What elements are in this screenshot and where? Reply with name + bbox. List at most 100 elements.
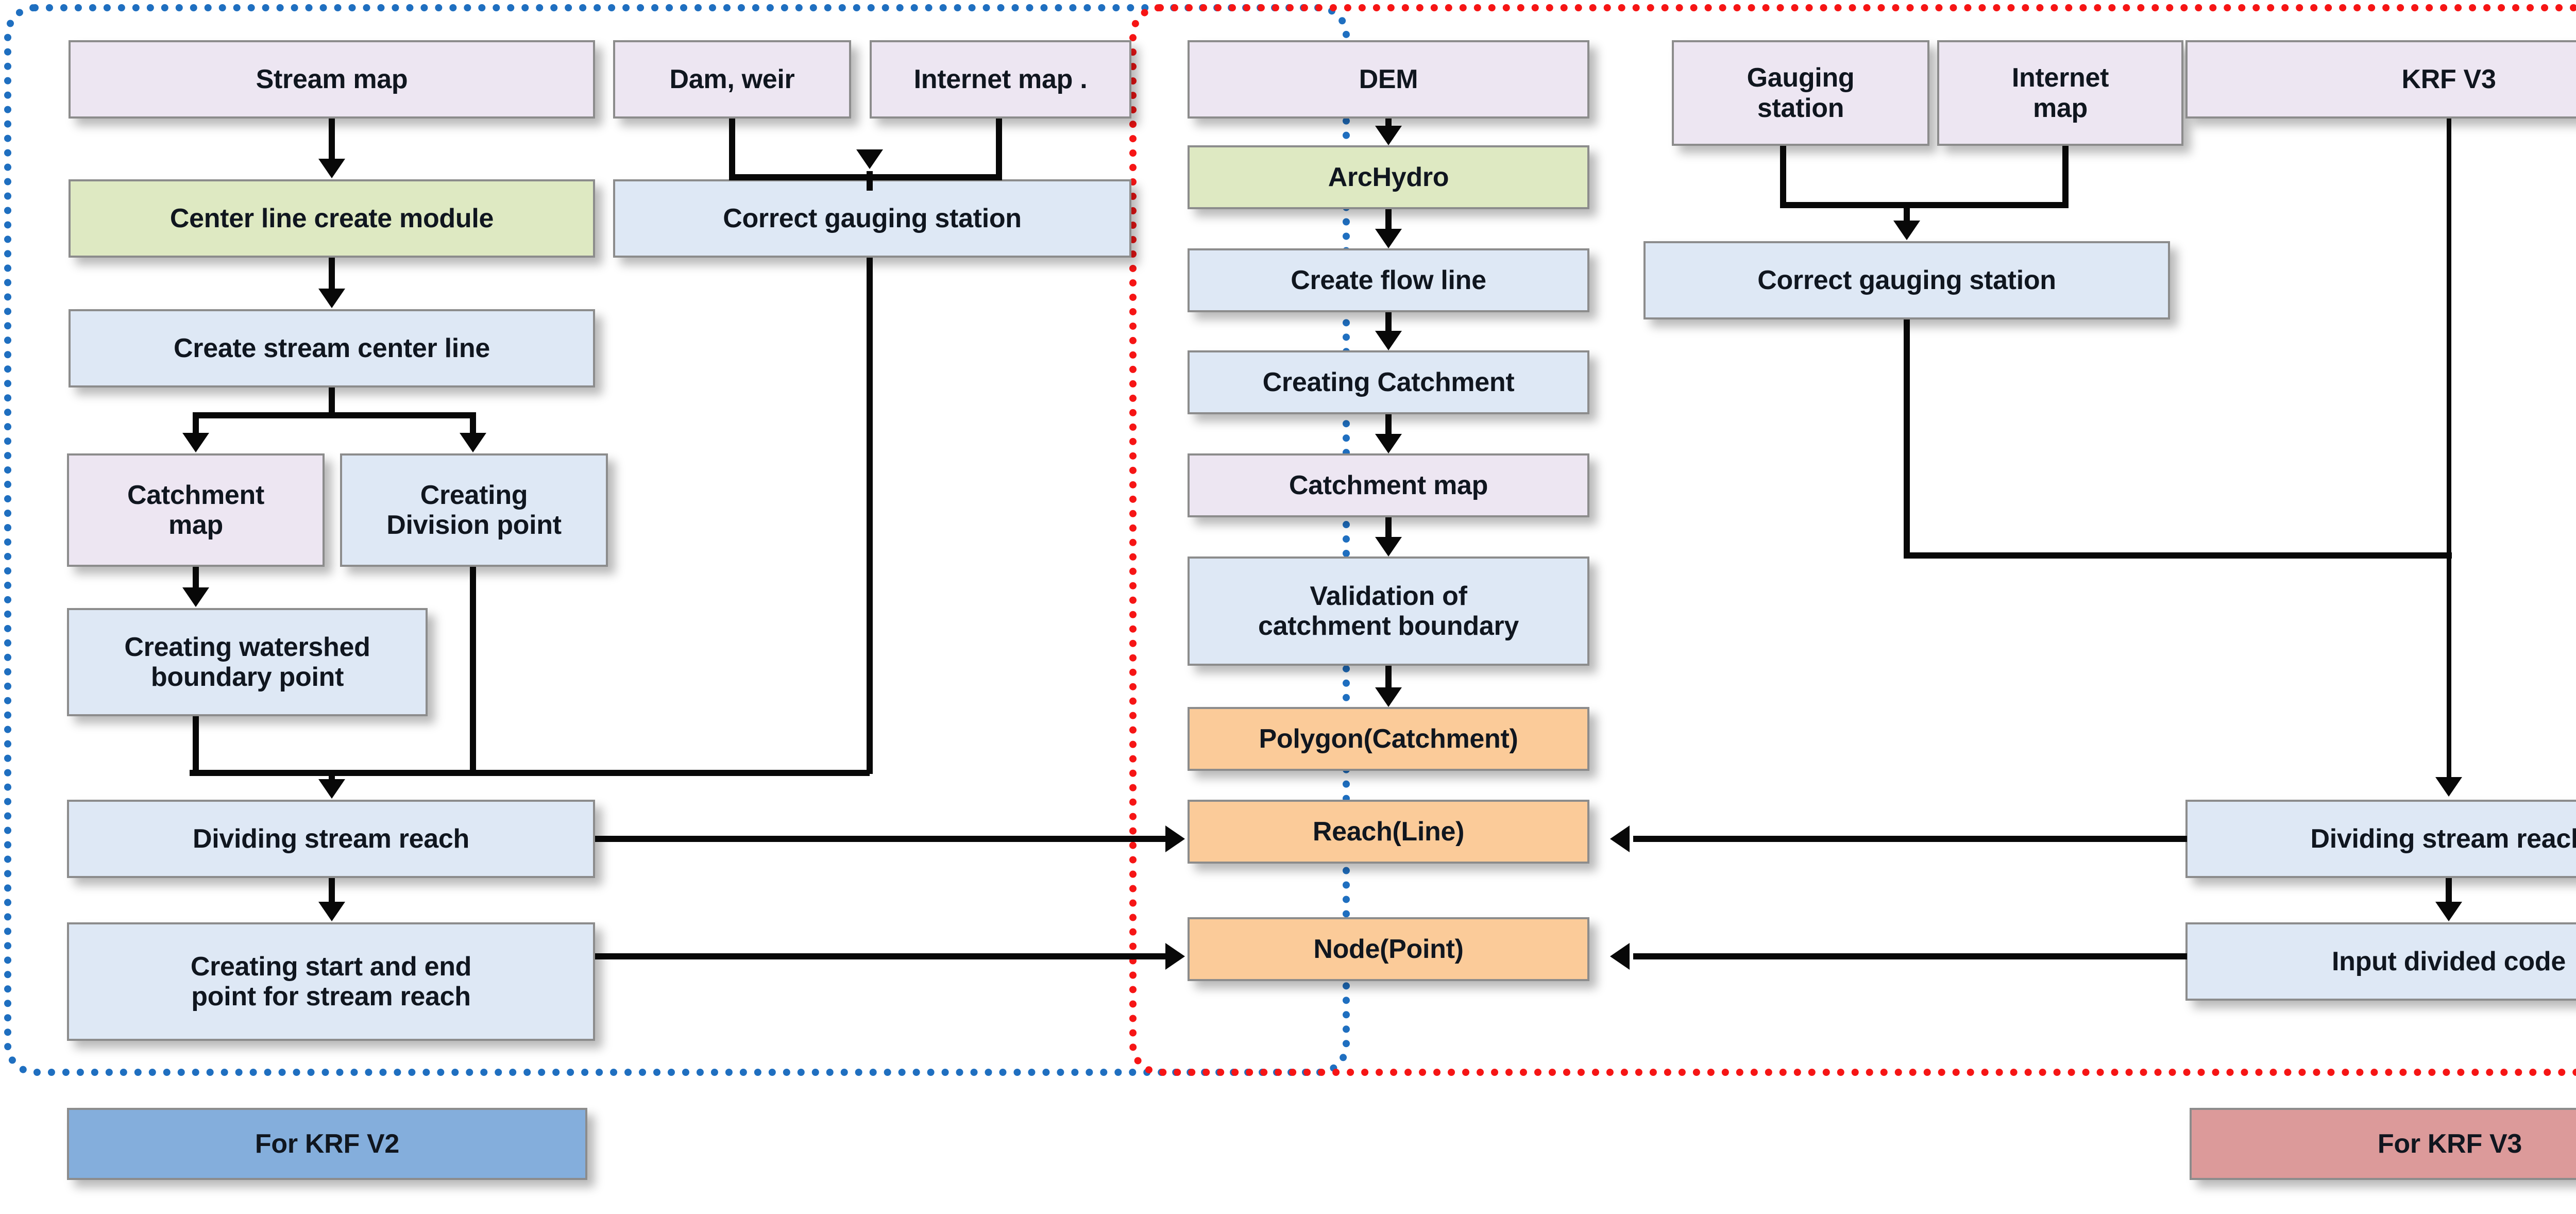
connector-watershed-down bbox=[193, 716, 199, 774]
legend-label: For KRF V3 bbox=[2377, 1128, 2522, 1159]
arrowhead-down bbox=[182, 587, 209, 607]
arrowhead-left bbox=[1610, 825, 1630, 852]
node-label: Input divided code bbox=[2332, 946, 2566, 976]
connector-center-line-split bbox=[193, 412, 476, 418]
connector-dam-weir-down bbox=[729, 119, 735, 180]
connector-correct-gauging-right-down bbox=[1904, 319, 1910, 558]
node-internet-map-dot[interactable]: Internet map . bbox=[870, 40, 1131, 119]
connector-internet-map-down bbox=[2062, 146, 2069, 208]
connector-krf-v3-down bbox=[2447, 119, 2451, 779]
connector-flowline-to-catchment bbox=[1385, 312, 1392, 331]
node-catchment-map-mid[interactable]: Catchment map bbox=[1188, 453, 1589, 517]
node-label: Node(Point) bbox=[1313, 934, 1464, 964]
node-catchment-map-left[interactable]: Catchment map bbox=[67, 453, 325, 567]
arrowhead-down bbox=[182, 433, 209, 452]
node-correct-gauging-station-left[interactable]: Correct gauging station bbox=[613, 179, 1131, 258]
connector-archydro-to-flowline bbox=[1385, 209, 1392, 229]
node-reach-line[interactable]: Reach(Line) bbox=[1188, 800, 1589, 864]
node-dam-weir[interactable]: Dam, weir bbox=[613, 40, 851, 119]
connector-catchmentmap-to-validation bbox=[1385, 517, 1392, 537]
arrowhead-down bbox=[1375, 687, 1402, 707]
arrowhead-down bbox=[1375, 434, 1402, 453]
node-dividing-stream-reach-left[interactable]: Dividing stream reach bbox=[67, 800, 595, 878]
connector-merge-to-correct-gauging-right bbox=[1904, 202, 1910, 222]
node-create-flow-line[interactable]: Create flow line bbox=[1188, 248, 1589, 312]
node-label: DEM bbox=[1359, 64, 1418, 94]
node-input-divided-code[interactable]: Input divided code bbox=[2185, 922, 2576, 1001]
arrowhead-down bbox=[318, 159, 345, 178]
node-creating-catchment[interactable]: Creating Catchment bbox=[1188, 350, 1589, 414]
node-node-point[interactable]: Node(Point) bbox=[1188, 917, 1589, 981]
arrowhead-down bbox=[856, 149, 883, 169]
node-label: KRF V3 bbox=[2401, 64, 2496, 94]
node-label-line2: boundary point bbox=[150, 662, 344, 692]
connector-merge-to-dividing-left bbox=[329, 770, 335, 781]
node-label-line1: Validation of bbox=[1310, 581, 1467, 611]
connector-merge-bar-left bbox=[190, 770, 870, 776]
connector-internet-dot-to-junction bbox=[867, 174, 999, 180]
node-creating-start-end-point[interactable]: Creating start and end point for stream … bbox=[67, 922, 595, 1041]
node-stream-map[interactable]: Stream map bbox=[69, 40, 595, 119]
arrowhead-down bbox=[1375, 126, 1402, 145]
node-label-line1: Creating bbox=[420, 480, 528, 510]
legend-krf-v2[interactable]: For KRF V2 bbox=[67, 1108, 587, 1180]
connector-gauging-left-drop bbox=[867, 171, 873, 174]
node-label-line1: Catchment bbox=[127, 480, 264, 510]
node-label-line2: point for stream reach bbox=[191, 982, 471, 1011]
connector-gauging-station-down bbox=[1780, 146, 1786, 208]
node-polygon-catchment[interactable]: Polygon(Catchment) bbox=[1188, 707, 1589, 771]
connector-dividing-right-to-input-code bbox=[2446, 878, 2452, 903]
node-dividing-stream-reach-right[interactable]: Dividing stream reach bbox=[2185, 800, 2576, 878]
node-label-line2: Division point bbox=[386, 510, 562, 540]
connector-correct-gauging-left-down bbox=[867, 258, 873, 774]
node-archydro[interactable]: ArcHydro bbox=[1188, 145, 1589, 209]
connector-dem-to-archydro bbox=[1385, 119, 1392, 128]
arrowhead-down bbox=[460, 433, 486, 452]
arrowhead-down bbox=[318, 779, 345, 799]
node-validation-catchment-boundary[interactable]: Validation of catchment boundary bbox=[1188, 557, 1589, 666]
arrowhead-right bbox=[1165, 943, 1185, 970]
node-center-line-create-module[interactable]: Center line create module bbox=[69, 179, 595, 258]
connector-dividing-to-startend bbox=[329, 878, 335, 903]
connector-startend-to-node bbox=[595, 953, 1168, 959]
arrowhead-down bbox=[1375, 537, 1402, 557]
connector-dividing-left-to-reach bbox=[595, 836, 1168, 842]
node-label-line2: catchment boundary bbox=[1258, 611, 1519, 641]
arrowhead-left bbox=[1610, 943, 1630, 970]
node-correct-gauging-station-right[interactable]: Correct gauging station bbox=[1643, 241, 2170, 319]
node-internet-map[interactable]: Internet map bbox=[1937, 40, 2183, 146]
node-label: Dividing stream reach bbox=[2310, 823, 2576, 854]
node-dem[interactable]: DEM bbox=[1188, 40, 1589, 119]
connector-module-to-center-line bbox=[329, 258, 335, 290]
arrowhead-down bbox=[1375, 331, 1402, 350]
node-create-stream-center-line[interactable]: Create stream center line bbox=[69, 309, 595, 387]
node-label-line1: Internet bbox=[2011, 63, 2109, 93]
arrowhead-down bbox=[1893, 221, 1920, 240]
connector-dividing-right-to-reach bbox=[1633, 836, 2187, 842]
connector-input-code-to-node bbox=[1633, 953, 2187, 959]
arrowhead-down bbox=[318, 902, 345, 921]
node-label: Catchment map bbox=[1289, 470, 1488, 500]
node-label: ArcHydro bbox=[1328, 162, 1449, 192]
node-label: Polygon(Catchment) bbox=[1259, 723, 1518, 754]
node-creating-division-point[interactable]: Creating Division point bbox=[340, 453, 608, 567]
connector-internet-map-dot-down bbox=[996, 119, 1002, 180]
node-label: Dividing stream reach bbox=[192, 823, 469, 854]
connector-catchment-to-catchmentmap bbox=[1385, 414, 1392, 434]
node-label: Correct gauging station bbox=[1757, 265, 2056, 295]
connector-left-station-stem bbox=[867, 174, 873, 191]
node-label: Dam, weir bbox=[669, 64, 795, 94]
connector-validation-to-polygon bbox=[1385, 666, 1392, 687]
node-label: Create flow line bbox=[1291, 265, 1486, 295]
connector-stream-map-to-module bbox=[329, 119, 335, 160]
node-krf-v3[interactable]: KRF V3 bbox=[2185, 40, 2576, 119]
node-label: Creating Catchment bbox=[1262, 367, 1515, 397]
connector-correct-gauging-right-to-krf-line bbox=[1904, 552, 2452, 559]
connector-division-point-down bbox=[470, 567, 476, 774]
node-label: Reach(Line) bbox=[1312, 816, 1465, 847]
arrowhead-down bbox=[318, 289, 345, 308]
node-creating-watershed-boundary-point[interactable]: Creating watershed boundary point bbox=[67, 608, 428, 716]
node-gauging-station[interactable]: Gauging station bbox=[1672, 40, 1929, 146]
node-label: Stream map bbox=[256, 64, 408, 94]
legend-krf-v3[interactable]: For KRF V3 bbox=[2190, 1108, 2576, 1180]
